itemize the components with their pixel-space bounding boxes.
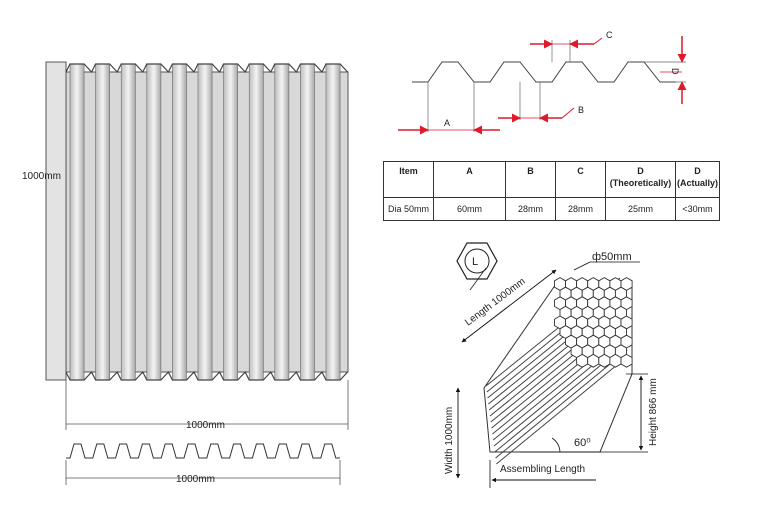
cell-a: 60mm xyxy=(433,197,506,221)
dim-b-leader xyxy=(561,107,575,119)
honeycomb-cell xyxy=(587,353,600,368)
panel-rib xyxy=(69,63,85,381)
spec-table-header-row: Item A B C D(Theoretically) D(Actually) xyxy=(383,161,720,198)
dim-c-label: C xyxy=(606,30,613,40)
dim-c-leader xyxy=(593,37,603,45)
cell-item: Dia 50mm xyxy=(383,197,434,221)
header-a: A xyxy=(433,161,506,198)
panel-width-label: 1000mm xyxy=(186,420,225,431)
length-dim-line xyxy=(461,269,557,343)
cell-d-theoretical: 25mm xyxy=(605,197,676,221)
table-row: Dia 50mm 60mm 28mm 28mm 25mm <30mm xyxy=(383,197,720,221)
dim-a-label: A xyxy=(444,118,450,128)
panel-bottom-edge xyxy=(65,370,349,381)
panel-rib xyxy=(274,63,290,381)
length-label: Length 1000mm xyxy=(463,276,527,328)
honeycomb-block xyxy=(483,277,633,465)
honeycomb-cell xyxy=(620,353,633,368)
block-stripe xyxy=(496,355,629,465)
panel-rib xyxy=(146,63,162,381)
panel-height-label: 1000mm xyxy=(22,171,61,182)
honeycomb-cell xyxy=(609,353,622,368)
header-d-theoretical: D(Theoretically) xyxy=(605,161,676,198)
panel-rib xyxy=(95,63,110,381)
honeycomb-cell xyxy=(576,353,589,368)
panel-ribs xyxy=(69,63,341,381)
header-c: C xyxy=(555,161,606,198)
panel-rib xyxy=(172,63,187,381)
spec-table: Item A B C D(Theoretically) D(Actually) … xyxy=(383,161,720,221)
header-b: B xyxy=(505,161,556,198)
strip-width-label: 1000mm xyxy=(176,474,215,485)
profile-strip xyxy=(66,443,340,459)
cell-c: 28mm xyxy=(555,197,606,221)
profile-detail: A B C D xyxy=(398,30,687,135)
assembling-label: Assembling Length xyxy=(500,464,585,475)
panel-top-edge xyxy=(65,63,349,74)
header-d-actual: D(Actually) xyxy=(675,161,720,198)
hex-l-label: L xyxy=(472,256,478,268)
dim-b-label: B xyxy=(578,105,584,115)
cell-b: 28mm xyxy=(505,197,556,221)
dia-leader xyxy=(573,261,591,271)
panel-side-plate xyxy=(45,61,67,381)
panel-rib xyxy=(325,63,341,381)
height-label: Height 866 mm xyxy=(648,378,659,446)
angle-label: 60⁰ xyxy=(574,437,591,449)
block-stripe xyxy=(495,349,628,459)
honeycomb-face xyxy=(554,277,633,368)
profile-detail-wave xyxy=(412,61,676,83)
panel-rib xyxy=(300,63,315,381)
panel-rib xyxy=(248,63,264,381)
panel-rib xyxy=(223,63,239,381)
corrugated-panel xyxy=(45,61,349,381)
panel-rib xyxy=(120,63,136,381)
width-label: Width 1000mm xyxy=(444,407,455,474)
dim-d-label: D xyxy=(670,68,680,75)
header-item: Item xyxy=(383,161,434,198)
angle-arc xyxy=(551,437,561,453)
dia-label: ф50mm xyxy=(592,251,632,263)
honeycomb-cell xyxy=(598,353,611,368)
hex-icon-group: L xyxy=(456,242,498,291)
panel-rib xyxy=(197,63,213,381)
cell-d-actual: <30mm xyxy=(675,197,720,221)
